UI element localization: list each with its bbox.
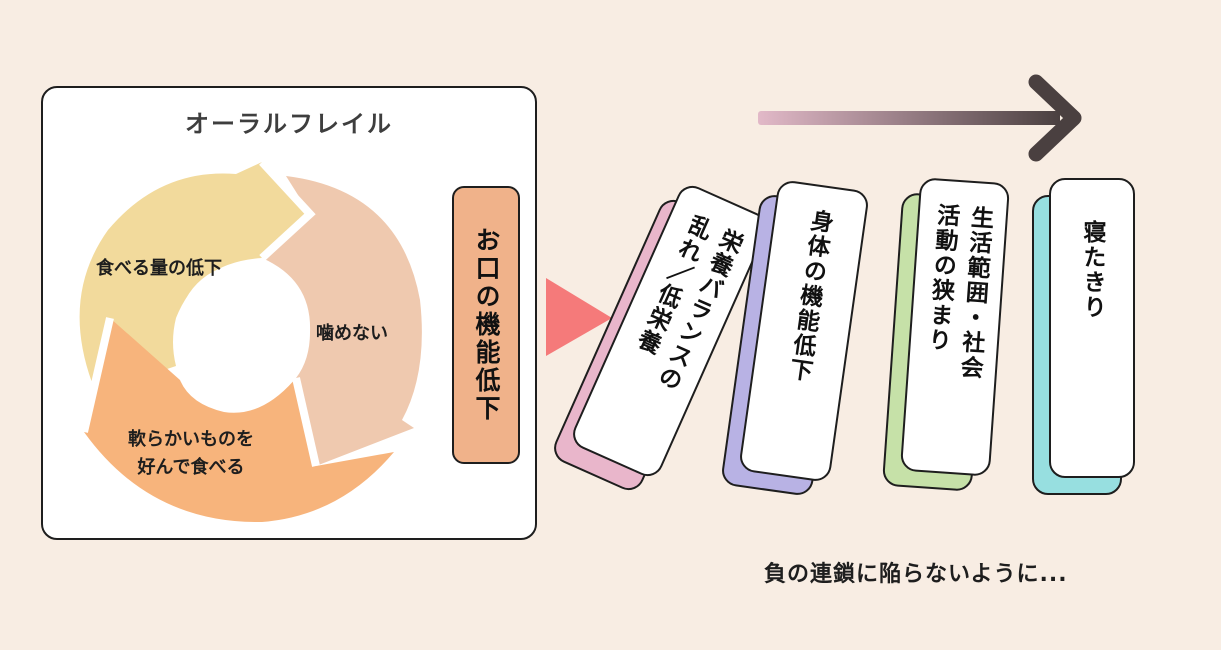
flow-triangle <box>546 278 612 356</box>
oral-frailty-title: オーラルフレイル <box>185 110 393 138</box>
cycle-label-eat-less: 食べる量の低下 <box>96 258 222 279</box>
cycle-segment-soft-food <box>84 318 394 523</box>
card-bedridden: 寝たきり <box>1049 178 1135 478</box>
oral-function-decline-label: お口の機能低下 <box>472 227 501 423</box>
card-bedridden-text: 寝たきり <box>1079 220 1105 320</box>
card-social-text: 生活範囲・社会 活動の狭まり <box>923 202 994 381</box>
oral-function-decline-box: お口の機能低下 <box>452 186 520 464</box>
cycle-segment-eat-less <box>79 162 310 393</box>
progress-arrow <box>758 74 1082 162</box>
card-physical-text: 身体の機能低下 <box>783 207 834 385</box>
cycle-label-soft-food: 軟らかいものを 好んで食べる <box>128 429 254 478</box>
cycle-center <box>178 264 310 396</box>
footer-caption: 負の連鎖に陥らないように... <box>764 562 1068 587</box>
cycle-label-cant-chew: 噛めない <box>316 323 388 344</box>
